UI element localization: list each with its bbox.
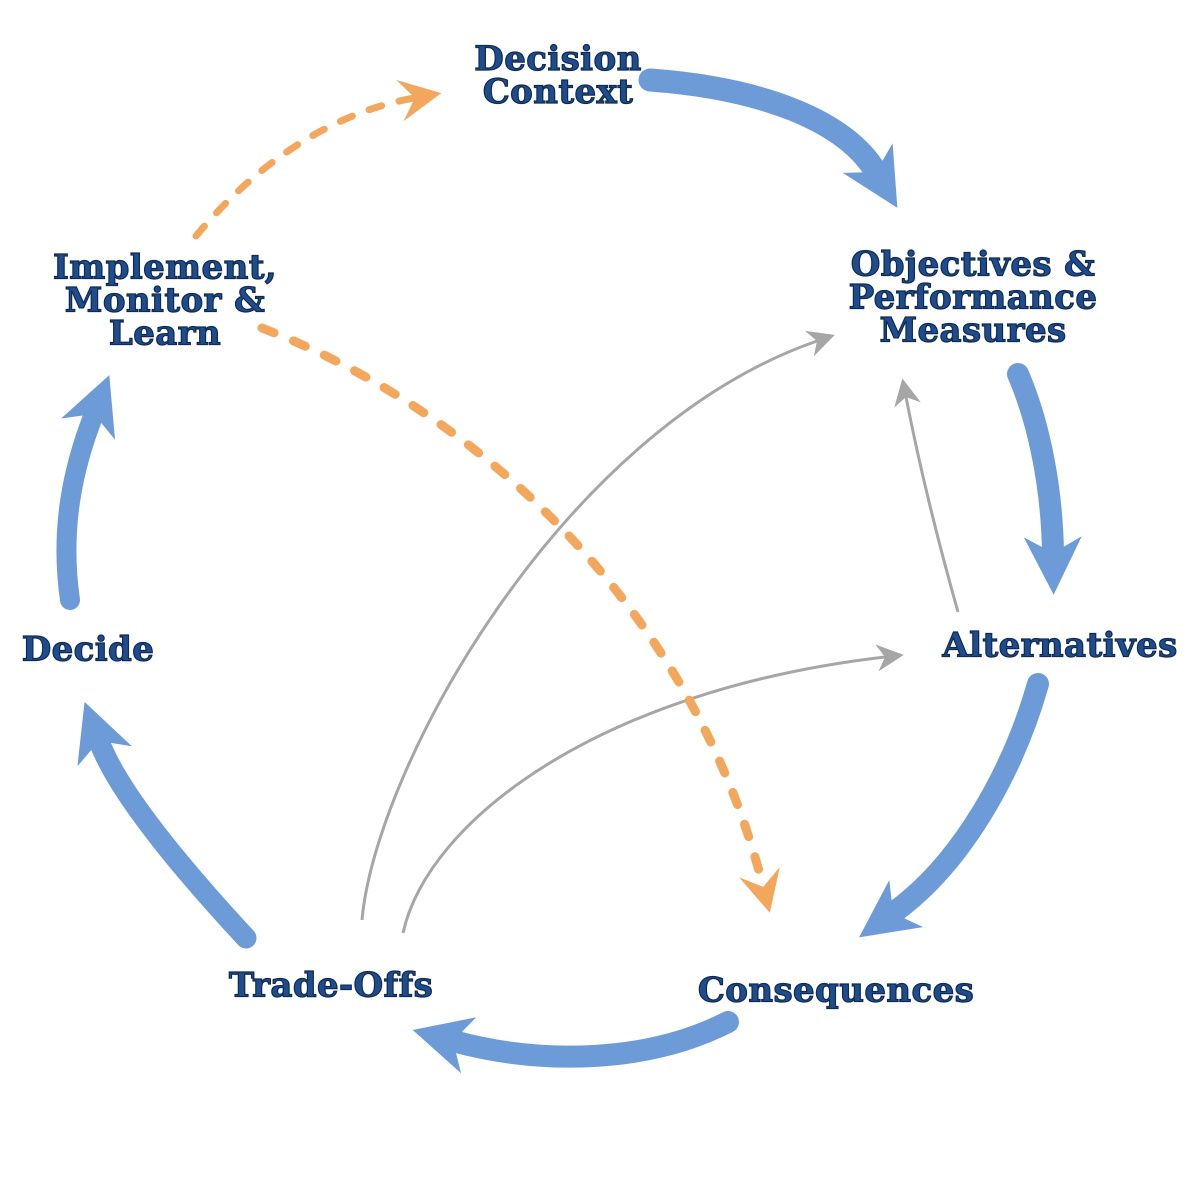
arrow-implement-to-consequences [257,323,780,913]
arrow-trade-offs-to-alternatives [401,644,904,934]
arrow-trade-offs-to-objectives [360,330,835,921]
node-alternatives: Alternatives [942,625,1178,666]
arrow-alternatives-to-consequences [859,673,1049,938]
node-objectives-performance-measures: Objectives & Performance Measures [848,244,1098,351]
node-decision-context: Decision Context [474,39,642,112]
arrow-implement-to-decision-context [192,79,442,240]
node-trade-offs: Trade-Offs [228,965,434,1006]
arrow-consequences-to-trade-offs [412,1011,739,1074]
arrow-alternatives-to-objectives [894,378,960,613]
arrow-objectives-to-alternatives [1007,363,1082,595]
arrow-decision-context-to-objectives [638,68,898,208]
arrow-trade-offs-to-decide [77,701,257,949]
arrow-decide-to-implement [56,375,116,610]
node-decide: Decide [21,629,155,670]
node-implement-monitor-learn: Implement, Monitor & Learn [52,247,278,354]
node-consequences: Consequences [697,970,975,1011]
